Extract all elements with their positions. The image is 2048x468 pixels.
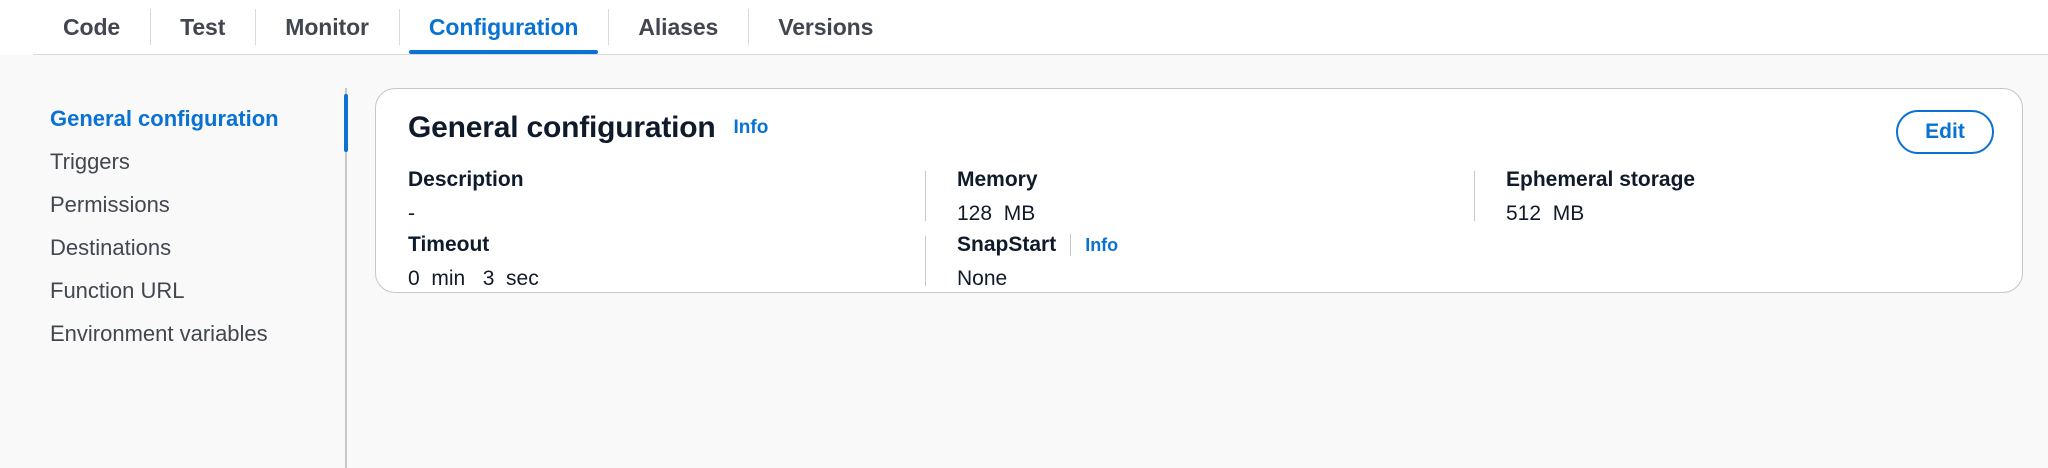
general-configuration-card: General configuration Info Edit Descript…	[375, 88, 2023, 293]
sidebar-item-function-url[interactable]: Function URL	[50, 278, 185, 303]
sidebar-item-permissions[interactable]: Permissions	[50, 192, 170, 217]
detail-field-memory: Memory 128 MB	[925, 167, 1474, 232]
detail-field-ephemeral-storage: Ephemeral storage 512 MB	[1474, 167, 2023, 232]
configuration-sidebar: General configuration Triggers Permissio…	[0, 55, 348, 468]
detail-field-snapstart: SnapStart Info None	[925, 232, 1474, 297]
tab-test[interactable]: Test	[150, 0, 255, 54]
detail-label: Description	[408, 168, 524, 191]
function-tabs: Code Test Monitor Configuration Aliases …	[0, 0, 2048, 55]
configuration-details: Description - Memory 128 MB Ephemeral st…	[376, 167, 2022, 297]
detail-label-group: SnapStart Info	[957, 232, 1474, 258]
card-header: General configuration Info Edit	[376, 89, 2022, 167]
edit-button[interactable]: Edit	[1896, 110, 1994, 154]
tab-code[interactable]: Code	[63, 13, 121, 40]
tab-aliases[interactable]: Aliases	[608, 0, 748, 54]
tabbar-divider	[33, 54, 2048, 55]
tab-configuration[interactable]: Configuration	[398, 0, 608, 54]
sidebar-item-general-configuration[interactable]: General configuration	[50, 106, 279, 131]
label-divider	[1070, 234, 1072, 256]
sidebar-rail	[345, 88, 347, 468]
detail-value: 128 MB	[957, 202, 1036, 225]
sidebar-item-triggers[interactable]: Triggers	[50, 149, 130, 174]
detail-field-description: Description -	[376, 167, 925, 232]
configuration-body: General configuration Triggers Permissio…	[0, 55, 2048, 468]
sidebar-active-indicator	[344, 94, 348, 152]
detail-label: Ephemeral storage	[1506, 168, 1696, 191]
detail-label: Memory	[957, 168, 1038, 191]
sidebar-item-environment-variables[interactable]: Environment variables	[50, 321, 268, 346]
snapstart-info-link[interactable]: Info	[1085, 235, 1119, 255]
detail-field-timeout: Timeout 0 min 3 sec	[376, 232, 925, 297]
detail-row: Timeout 0 min 3 sec SnapStart Info None	[376, 232, 1994, 297]
detail-value: None	[957, 267, 1008, 290]
sidebar-item-destinations[interactable]: Destinations	[50, 235, 172, 260]
detail-row: Description - Memory 128 MB Ephemeral st…	[376, 167, 1994, 232]
detail-value: -	[408, 202, 415, 225]
detail-label: Timeout	[408, 233, 490, 256]
detail-field-empty	[1474, 232, 2023, 297]
tab-monitor[interactable]: Monitor	[255, 0, 399, 54]
detail-value: 0 min 3 sec	[408, 267, 539, 290]
card-title: General configuration	[408, 111, 716, 144]
tab-versions[interactable]: Versions	[748, 0, 903, 54]
sidebar-list: General configuration Triggers Permissio…	[50, 55, 340, 363]
detail-value: 512 MB	[1506, 202, 1585, 225]
card-info-link[interactable]: Info	[733, 117, 769, 138]
detail-label: SnapStart	[957, 233, 1057, 256]
